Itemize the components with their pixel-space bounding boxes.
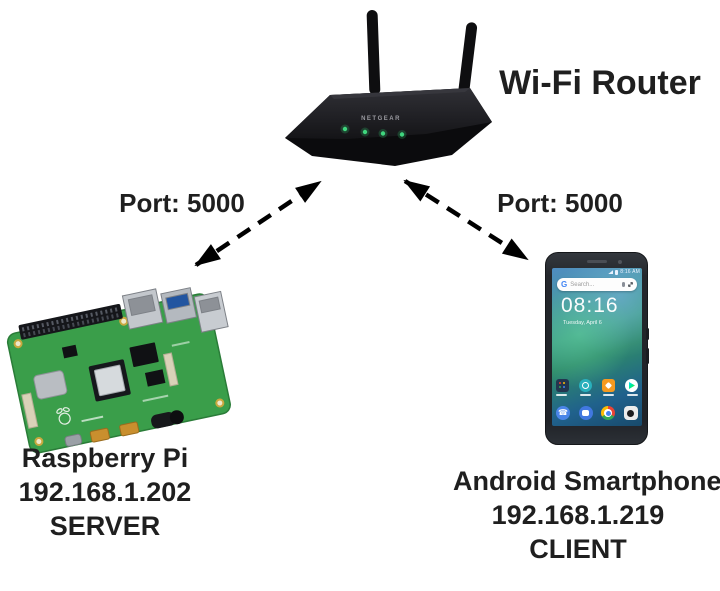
app-icon-row [556,379,638,392]
pi-audio-jack [151,411,176,429]
mic-icon [622,282,625,287]
battery-icon [615,269,619,275]
pi-usbc-port [64,433,83,447]
led-icon [362,129,368,135]
pi-hdmi-port [119,421,140,437]
pi-ram-chip [129,342,159,368]
pi-hdmi-port [89,427,110,443]
clock-date: Tuesday, April 6 [563,320,602,326]
port-label-right: Port: 5000 [497,188,623,218]
router-led-lights [340,124,407,139]
app-icon-labels [556,394,638,396]
security-app-icon [579,379,592,392]
router-top-face [285,88,492,139]
phone-power-button [646,348,649,364]
search-placeholder: Search... [570,281,595,288]
chrome-app-icon [601,406,616,420]
raspberry-pi-logo-icon [56,407,71,425]
phone-front-camera-icon [618,260,622,264]
led-icon [342,126,348,132]
router-antenna-left-icon [366,10,381,95]
led-icon [399,132,405,137]
apps-grid-icon [628,282,633,287]
server-label-block: Raspberry Pi 192.168.1.202 SERVER [5,441,205,543]
messages-app-icon [578,406,593,420]
phone-app-icon: ☎ [556,406,570,420]
router-label: Wi-Fi Router [499,64,701,102]
google-search-bar: G Search... [557,278,637,291]
wifi-router-image: NETGEAR [285,10,492,166]
port-label-left: Port: 5000 [119,188,245,218]
phone-speaker-icon [586,260,607,263]
router-brand-text: NETGEAR [361,116,401,122]
signal-icon [608,270,614,274]
dock-icon-row: ☎ [556,406,638,420]
router-highlight [330,88,470,99]
phone-status-bar: 8:16 AM [608,269,640,275]
phone-volume-button [646,328,649,340]
google-folder-icon [556,379,569,392]
clock-time: 08:16 [561,294,619,317]
pi-gpio-pins [18,303,123,340]
pi-ports [121,287,229,333]
client-label-block: Android Smartphone 192.168.1.219 CLIENT [453,464,720,566]
google-g-logo-icon: G [561,279,568,289]
client-ip: 192.168.1.219 [491,500,665,530]
client-name: Android Smartphone [453,466,720,496]
client-role: CLIENT [529,534,627,564]
server-ip: 192.168.1.202 [18,477,192,507]
status-time: 8:16 AM [620,269,640,275]
play-store-icon [625,379,638,392]
led-icon [380,131,386,136]
cleaner-app-icon [602,379,615,392]
server-role: SERVER [49,511,161,541]
pi-wifi-shield [33,370,68,400]
server-name: Raspberry Pi [21,443,189,473]
raspberry-pi-image [6,287,231,454]
camera-app-icon [623,406,638,420]
android-phone-image: 8:16 AM G Search... 08:16 Tuesday, April… [545,252,649,445]
phone-screen: 8:16 AM G Search... 08:16 Tuesday, April… [552,268,642,426]
